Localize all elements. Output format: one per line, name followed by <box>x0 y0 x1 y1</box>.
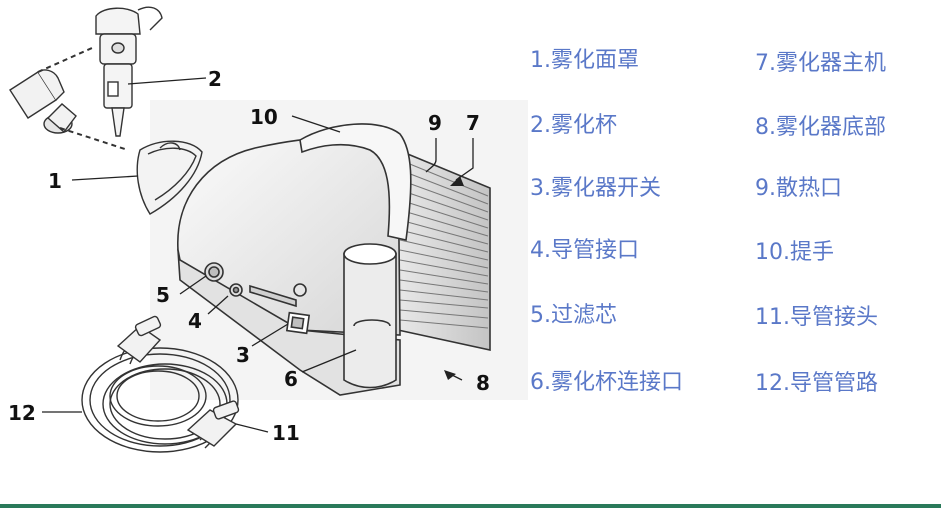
legend-item-8: 8.雾化器底部 <box>755 115 886 140</box>
callout-1: 1 <box>48 169 62 193</box>
legend-item-10: 10.提手 <box>755 240 834 265</box>
leader-lines <box>42 77 474 433</box>
tube-connector-bottom <box>186 400 240 447</box>
nebulizer-cup-illustration <box>95 6 163 137</box>
legend-item-4: 4.导管接口 <box>530 238 639 263</box>
legend-item-2: 2.雾化杯 <box>530 113 617 138</box>
legend-item-3: 3.雾化器开关 <box>530 176 661 201</box>
elbow-mouthpiece-illustration <box>9 69 77 134</box>
callout-7: 7 <box>466 111 480 135</box>
assembly-guides <box>37 47 129 151</box>
legend-item-5: 5.过滤芯 <box>530 303 617 328</box>
callout-5: 5 <box>156 283 170 307</box>
callout-3: 3 <box>236 343 250 367</box>
legend-item-9: 9.散热口 <box>755 176 842 201</box>
callout-11: 11 <box>272 421 300 445</box>
callout-12: 12 <box>8 401 36 425</box>
legend-item-11: 11.导管接头 <box>755 305 878 330</box>
callout-10: 10 <box>250 105 278 129</box>
main-unit-illustration <box>177 123 491 396</box>
callout-2: 2 <box>208 67 222 91</box>
tube-connector-top <box>116 315 162 363</box>
legend-item-12: 12.导管管路 <box>755 371 878 396</box>
legend-item-6: 6.雾化杯连接口 <box>530 370 683 395</box>
callout-4: 4 <box>188 309 202 333</box>
callout-6: 6 <box>284 367 298 391</box>
legend-item-7: 7.雾化器主机 <box>755 51 886 76</box>
arrowheads <box>444 176 464 380</box>
mask-illustration <box>136 140 203 215</box>
callout-8: 8 <box>476 371 490 395</box>
callout-9: 9 <box>428 111 442 135</box>
bottom-accent-bar <box>0 504 941 508</box>
legend-item-1: 1.雾化面罩 <box>530 48 639 73</box>
